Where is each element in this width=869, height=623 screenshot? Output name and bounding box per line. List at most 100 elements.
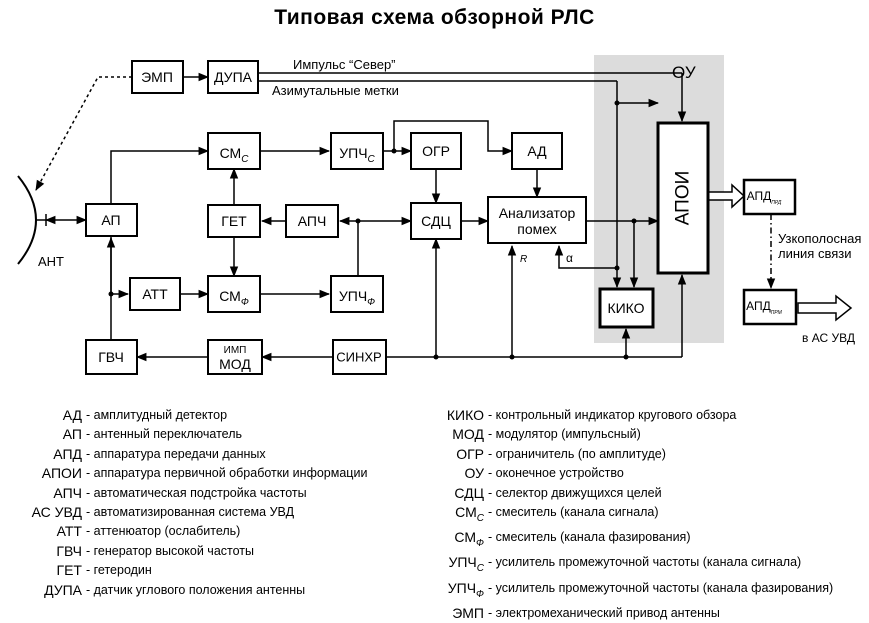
legend-abbr: МОД xyxy=(452,426,484,443)
narrowband-label-2: линия связи xyxy=(778,246,851,261)
legend-abbr: АП xyxy=(62,426,82,443)
antenna-label: АНТ xyxy=(38,254,64,269)
legend-abbr: СМC xyxy=(455,504,484,524)
legend-text: - модулятор (импульсный) xyxy=(488,427,641,442)
legend-text: - усилитель промежуточной частоты (канал… xyxy=(488,580,834,595)
legend-text: - гетеродин xyxy=(86,563,152,578)
legend-row: АПЧ - автоматическая подстройка частоты xyxy=(0,484,367,503)
legend-abbr: АПЧ xyxy=(53,484,82,501)
svg-text:СМC: СМC xyxy=(220,145,250,165)
legend-text: - контрольный индикатор кругового обзора xyxy=(488,408,737,422)
legend-row: МОД - модулятор (импульсный) xyxy=(436,425,833,444)
legend-row: ЭМП- электромеханический привод антенны xyxy=(436,604,833,623)
apd-prd-block: АПДПРД xyxy=(742,178,797,216)
legend-abbr: ЭМП xyxy=(452,604,484,621)
legend-row: АПД - аппаратура передачи данных xyxy=(0,445,367,464)
legend-abbr: ДУПА xyxy=(44,581,82,598)
legend-text: - усилитель промежуточной частоты (канал… xyxy=(488,555,802,570)
svg-text:АД: АД xyxy=(527,143,547,159)
svg-text:МОД: МОД xyxy=(219,356,251,372)
legend-row: СМФ - смеситель (канала фазирования) xyxy=(436,528,833,553)
radar-block-diagram: ОУ АНТ xyxy=(17,55,861,375)
legend-text: - генератор высокой частоты xyxy=(86,543,254,558)
upchc-block: УПЧC xyxy=(330,132,384,170)
get-block: ГЕТ xyxy=(207,204,261,238)
legend-row: СДЦ- селектор движущихся целей xyxy=(436,484,833,503)
svg-text:УПЧФ: УПЧФ xyxy=(339,288,375,308)
legend-text: - селектор движущихся целей xyxy=(488,485,662,500)
emp-antenna-link xyxy=(35,76,132,191)
r-label: R xyxy=(520,254,527,265)
att-block: АТТ xyxy=(129,277,181,311)
legend-text: - смеситель (канала фазирования) xyxy=(488,530,691,545)
svg-text:АПДПРМ: АПДПРМ xyxy=(746,299,783,316)
svg-text:ОГР: ОГР xyxy=(422,143,450,159)
legend-abbr: АД xyxy=(62,407,82,423)
legend-row: КИКО- контрольный индикатор кругового об… xyxy=(436,406,833,425)
legend-text: - автоматизированная система УВД xyxy=(86,505,295,520)
legend-abbr: АТТ xyxy=(56,523,82,540)
legend-row: ГВЧ- генератор высокой частоты xyxy=(0,542,367,561)
to-as-uvd-label: в АС УВД xyxy=(802,331,855,345)
svg-text:УПЧC: УПЧC xyxy=(339,145,375,165)
apd-prm-block: АПДПРМ xyxy=(742,288,798,326)
legend-text: - оконечное устройство xyxy=(488,466,624,481)
imp-mod-block: ИМП МОД xyxy=(207,339,263,375)
legend-row: АПОИ - аппаратура первичной обработки инф… xyxy=(0,464,368,483)
legend-right: КИКО- контрольный индикатор кругового об… xyxy=(436,406,833,623)
ap-smc-link xyxy=(110,146,210,204)
ogr-block: ОГР xyxy=(410,132,462,170)
diagram-title: Типовая схема обзорной РЛС xyxy=(274,6,595,29)
svg-text:помех: помех xyxy=(517,221,556,237)
svg-text:АПОИ: АПОИ xyxy=(673,171,694,226)
legend-row: ОГР- ограничитель (по амплитуде) xyxy=(436,445,833,464)
legend-abbr: ГЕТ xyxy=(56,562,82,579)
legend-abbr: АПОИ xyxy=(41,465,82,482)
svg-text:КИКО: КИКО xyxy=(607,300,644,316)
legend-row: УПЧC - усилитель промежуточной частоты (к… xyxy=(436,553,833,578)
legend-abbr: СМФ xyxy=(454,529,484,550)
svg-text:Анализатор: Анализатор xyxy=(499,205,576,221)
dupa-block: ДУПА xyxy=(207,60,259,94)
analyzer-block: Анализатор помех xyxy=(487,196,587,244)
legend-text: - аппаратура передачи данных xyxy=(86,446,266,461)
apoi-block: АПОИ xyxy=(656,121,710,275)
svg-text:АПДПРД: АПДПРД xyxy=(747,189,782,206)
legend-row: СМC- смеситель (канала сигнала) xyxy=(436,503,833,528)
svg-text:АТТ: АТТ xyxy=(142,286,168,302)
gvch-block: ГВЧ xyxy=(85,339,138,375)
legend-row: ОУ - оконечное устройство xyxy=(436,464,833,483)
ap-block: АП xyxy=(85,203,138,237)
legend-row: АП- антенный переключатель xyxy=(0,425,367,444)
legend-text: - аттенюатор (ослабитель) xyxy=(86,524,241,539)
north-pulse-label: Импульс “Север” xyxy=(293,57,396,72)
svg-text:ЭМП: ЭМП xyxy=(141,69,173,85)
svg-text:ГЕТ: ГЕТ xyxy=(221,213,247,229)
apoi-apd-arrow xyxy=(707,183,746,209)
legend-abbr: УПЧC xyxy=(448,554,484,575)
legend-row: АС УВД - автоматизированная система УВД xyxy=(0,503,367,522)
sinhr-block: СИНХР xyxy=(332,339,387,375)
ou-label: ОУ xyxy=(672,63,696,82)
legend-row: УПЧФ - усилитель промежуточной частоты (к… xyxy=(436,579,833,604)
emp-block: ЭМП xyxy=(131,60,184,94)
legend-row: АТТ - аттенюатор (ослабитель) xyxy=(0,522,367,541)
ad-block: АД xyxy=(511,132,563,170)
legend-text: - аппаратура первичной обработки информа… xyxy=(86,466,368,481)
kiko-block: КИКО xyxy=(598,287,655,329)
legend-row: ДУПА - датчик углового положения антенны xyxy=(0,581,367,600)
svg-text:ГВЧ: ГВЧ xyxy=(98,349,124,365)
svg-text:СДЦ: СДЦ xyxy=(421,213,451,229)
legend-text: - автоматическая подстройка частоты xyxy=(86,485,307,500)
legend-abbr: АПД xyxy=(53,445,82,462)
legend-abbr: УПЧФ xyxy=(447,579,484,600)
smc-block: СМC xyxy=(207,132,261,170)
svg-text:ДУПА: ДУПА xyxy=(214,69,253,85)
apd-out-arrow xyxy=(797,294,853,322)
legend-abbr: АС УВД xyxy=(31,504,82,521)
svg-text:СМФ: СМФ xyxy=(219,288,249,308)
legend-text: - ограничитель (по амплитуде) xyxy=(488,446,666,461)
legend-abbr: ОУ xyxy=(464,465,484,482)
legend-text: - датчик углового положения антенны xyxy=(86,582,306,597)
